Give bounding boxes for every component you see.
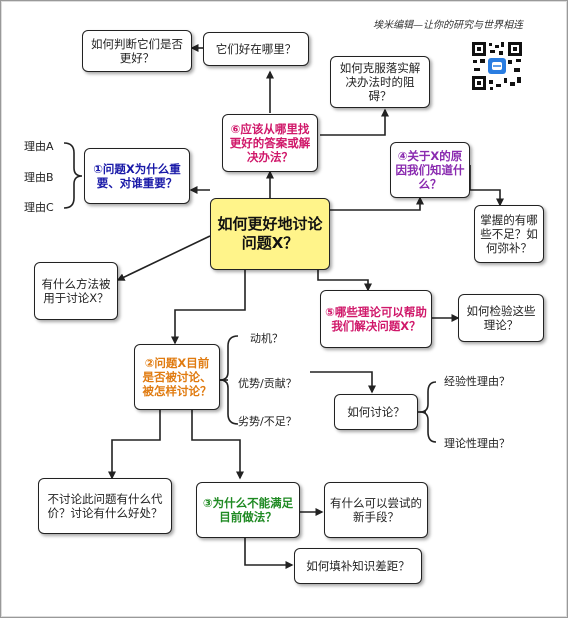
edge-center-q5 bbox=[317, 270, 372, 292]
node-fill-gap: 如何填补知识差距？ bbox=[294, 548, 422, 584]
edge-q3-fillgap bbox=[244, 538, 294, 569]
node-lacking: 掌握的有哪些不足？如何弥补？ bbox=[474, 205, 544, 263]
label-theoretical: 理论性理由？ bbox=[444, 437, 510, 450]
label-empirical: 经验性理由？ bbox=[444, 375, 510, 388]
edge-pros-howdiscuss bbox=[310, 371, 376, 394]
edge-q2-notdiscuss bbox=[108, 410, 161, 480]
node-q1: ①问题X为什么重要、对谁重要？ bbox=[84, 148, 190, 204]
credit-text: 埃米编辑—让你的研究与世界相连 bbox=[373, 20, 523, 31]
reason-b: 理由B bbox=[24, 171, 54, 184]
node-not-discuss: 不讨论此问题有什么代价？讨论有什么好处？ bbox=[38, 478, 172, 534]
node-center: 如何更好地讨论问题X？ bbox=[210, 198, 330, 270]
node-overcome: 如何克服落实解决办法时的阻碍？ bbox=[330, 56, 430, 108]
edge-center-methods bbox=[116, 235, 211, 281]
node-q3: ③为什么不能满足目前做法？ bbox=[196, 482, 300, 538]
bracket-reasons bbox=[63, 142, 83, 209]
bracket-q2 bbox=[219, 335, 239, 425]
node-test-theories: 如何检验这些理论？ bbox=[458, 294, 544, 342]
qr-code-icon bbox=[470, 40, 524, 92]
node-new-means: 有什么可以尝试的新手段？ bbox=[324, 482, 428, 538]
edge-q6-overcome bbox=[320, 108, 389, 136]
edge-center-q2 bbox=[171, 270, 246, 345]
node-judge-better: 如何判断它们是否更好？ bbox=[82, 30, 192, 72]
reason-a: 理由A bbox=[24, 140, 54, 153]
node-methods: 有什么方法被用于讨论X？ bbox=[34, 262, 118, 320]
label-pros: 优势/贡献？ bbox=[238, 377, 297, 390]
node-q4: ④关于X的原因我们知道什么？ bbox=[390, 142, 470, 198]
edge-center-q4 bbox=[330, 196, 424, 211]
node-q2: ②问题X目前是否被讨论、被怎样讨论？ bbox=[134, 344, 220, 410]
label-cons: 劣势/不足？ bbox=[238, 415, 297, 428]
bracket-howdiscuss bbox=[419, 381, 437, 443]
edge-q4-lacking bbox=[469, 165, 504, 207]
label-motive: 动机？ bbox=[250, 332, 283, 345]
reason-c: 理由C bbox=[24, 201, 54, 214]
node-q6: ⑥应该从哪里找更好的答案或解决办法？ bbox=[222, 114, 318, 172]
node-how-discuss: 如何讨论？ bbox=[334, 394, 418, 430]
node-where-good: 它们好在哪里？ bbox=[203, 32, 309, 66]
edge-q2-q3 bbox=[191, 410, 244, 480]
node-q5: ⑤哪些理论可以帮助我们解决问题X？ bbox=[320, 290, 432, 348]
